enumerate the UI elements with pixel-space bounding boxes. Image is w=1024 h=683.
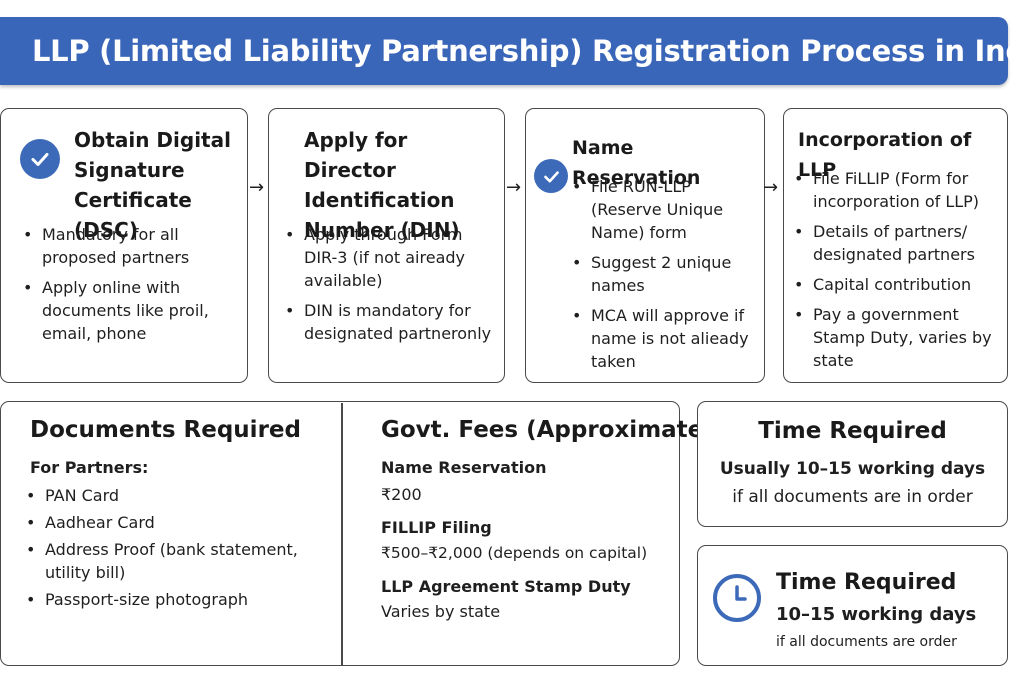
title-banner: LLP (Limited Liability Partnership) Regi… [0, 17, 1024, 85]
fee-label: FILLIP Filing [381, 518, 492, 537]
clock-icon [713, 574, 761, 622]
arrow-right-icon: → [506, 177, 522, 198]
step-points: File RUN-LLP (Reserve Unique Name) form … [572, 175, 757, 380]
time-note: if all documents are in order [732, 487, 973, 507]
step-card-din: Apply for Director Identification Number… [268, 108, 505, 383]
check-circle-icon [20, 139, 60, 179]
step-card-name-reservation: Name Reservation File RUN-LLP (Reserve U… [525, 108, 765, 383]
fee-label: Name Reservation [381, 458, 547, 477]
list-item: Passport-size photograph [26, 588, 326, 611]
page-title: LLP (Limited Liability Partnership) Regi… [32, 34, 1024, 68]
time-line: 10–15 working days [776, 604, 977, 625]
list-item: DIN is mandatory for designated partnero… [285, 299, 495, 345]
step-card-dsc: Obtain Digital Signature Certificate (DS… [0, 108, 248, 383]
arrow-right-icon: → [249, 177, 265, 198]
step-points: File FiLLIP (Form for incorporation of L… [794, 167, 1004, 379]
list-item: Details of partners/ designated partners [794, 220, 1004, 266]
list-item: Apply online with documents like proil, … [23, 276, 218, 345]
time-title: Time Required [758, 418, 947, 444]
step-title: Obtain Digital Signature Certificate (DS… [74, 128, 231, 242]
divider [341, 403, 343, 665]
fee-label: LLP Agreement Stamp Duty [381, 577, 631, 596]
list-item: Address Proof (bank statement, utility b… [26, 538, 326, 584]
time-line: Usually 10–15 working days [719, 459, 986, 479]
list-item: Suggest 2 unique names [572, 251, 757, 297]
arrow-right-icon: → [763, 177, 779, 198]
list-item: Apply through Form DIR-3 (if not aiready… [285, 223, 495, 292]
list-item: MCA will approve if name is not alieady … [572, 304, 757, 373]
fee-value: ₹500–₹2,000 (depends on capital) [381, 544, 648, 562]
list-item: File FiLLIP (Form for incorporation of L… [794, 167, 1004, 213]
step-points: Mandatory for all proposed partners Appl… [23, 223, 218, 352]
list-item: File RUN-LLP (Reserve Unique Name) form [572, 175, 757, 244]
list-item: Mandatory for all proposed partners [23, 223, 218, 269]
time-note: if all documents are order [776, 634, 957, 650]
step-points: Apply through Form DIR-3 (if not aiready… [285, 223, 495, 352]
list-item: Capital contribution [794, 273, 1004, 296]
check-circle-icon [534, 159, 568, 193]
step-card-incorporation: Incorporation of LLP File FiLLIP (Form f… [783, 108, 1008, 383]
documents-list: PAN Card Aadhear Card Address Proof (ban… [26, 484, 326, 618]
fee-value: ₹200 [381, 485, 422, 504]
documents-title: Documents Required [30, 417, 301, 443]
fees-title: Govt. Fees (Approximate) [381, 417, 714, 443]
fee-value: Varies by state [381, 602, 501, 621]
list-item: Pay a government Stamp Duty, varies by s… [794, 303, 1004, 372]
time-title: Time Required [776, 570, 957, 595]
time-required-box: Time Required Usually 10–15 working days… [697, 401, 1008, 527]
list-item: Aadhear Card [26, 511, 326, 534]
documents-subtitle: For Partners: [30, 458, 149, 477]
list-item: PAN Card [26, 484, 326, 507]
